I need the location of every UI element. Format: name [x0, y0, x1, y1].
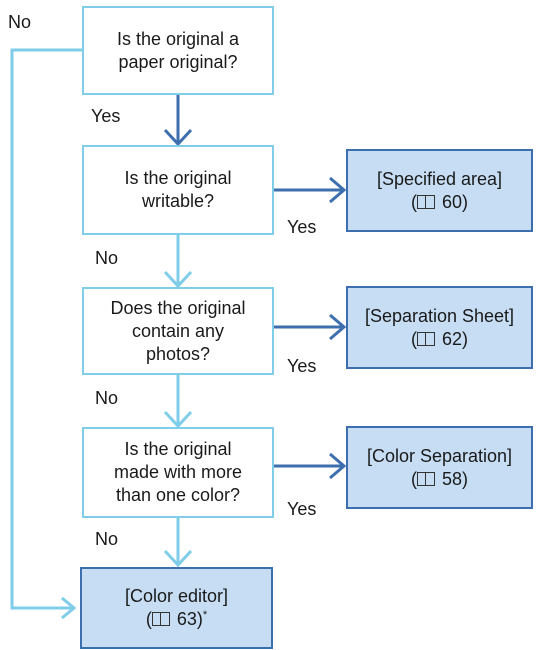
question-line: Is the original — [124, 439, 232, 459]
page-reference: ( 62) — [410, 328, 469, 349]
question-paper-original: Is the original a paper original? — [82, 6, 274, 95]
label-yes-q3: Yes — [287, 356, 317, 376]
question-line: Is the original a — [116, 28, 240, 49]
book-icon — [416, 471, 435, 486]
question-line: photos? — [145, 343, 211, 364]
arrow-no-bypass — [10, 48, 82, 610]
question-line: Is the original — [124, 168, 232, 188]
result-specified-area: [Specified area] ( 60) — [346, 149, 533, 232]
question-line: paper original? — [118, 51, 238, 72]
result-separation-sheet: [Separation Sheet] ( 62) — [346, 286, 533, 369]
label-no-q4: No — [95, 529, 119, 549]
page-reference: ( 58) — [410, 468, 469, 489]
page-number: 63 — [176, 609, 197, 629]
label-no-q3: No — [95, 388, 119, 408]
arrow-q3-result-head — [329, 313, 347, 341]
arrow-q1-q2-head — [163, 128, 193, 147]
result-label: [Separation Sheet] — [364, 305, 515, 326]
arrow-no-bypass-head — [61, 596, 77, 620]
question-line: made with more — [113, 462, 243, 482]
book-icon — [151, 612, 170, 626]
question-line: Does the original — [110, 297, 246, 318]
page-number: 58 — [441, 468, 463, 489]
label-no-q2: No — [95, 248, 119, 268]
question-line: than one color? — [115, 485, 241, 505]
label-yes-q2: Yes — [287, 217, 317, 237]
arrow-q4-result-head — [329, 452, 347, 480]
label-no-bypass: No — [8, 12, 32, 32]
result-color-separation: [Color Separation] ( 58) — [346, 426, 533, 509]
page-number: 60 — [441, 191, 463, 212]
result-label: [Color editor] — [124, 586, 229, 606]
label-yes-q1: Yes — [91, 106, 121, 126]
result-label: [Color Separation] — [366, 445, 513, 466]
question-line: writable? — [141, 191, 215, 211]
arrow-q3-q4-head — [163, 410, 193, 429]
result-color-editor: [Color editor] ( 63)* — [80, 567, 273, 649]
arrow-q2-result-head — [329, 176, 347, 204]
arrow-q4-final-head — [163, 549, 193, 568]
question-line: contain any — [131, 320, 225, 341]
arrow-q2-q3-head — [163, 270, 193, 289]
page-reference: ( 60) — [410, 191, 469, 212]
result-label: [Specified area] — [376, 168, 503, 189]
book-icon — [416, 194, 435, 209]
page-number: 62 — [441, 328, 463, 349]
question-multicolor: Is the original made with more than one … — [82, 427, 274, 518]
label-yes-q4: Yes — [287, 499, 317, 519]
footnote-marker: * — [202, 609, 208, 621]
page-reference: ( 63)* — [145, 609, 208, 629]
question-writable: Is the original writable? — [82, 145, 274, 235]
book-icon — [416, 331, 435, 346]
question-photos: Does the original contain any photos? — [82, 287, 274, 375]
